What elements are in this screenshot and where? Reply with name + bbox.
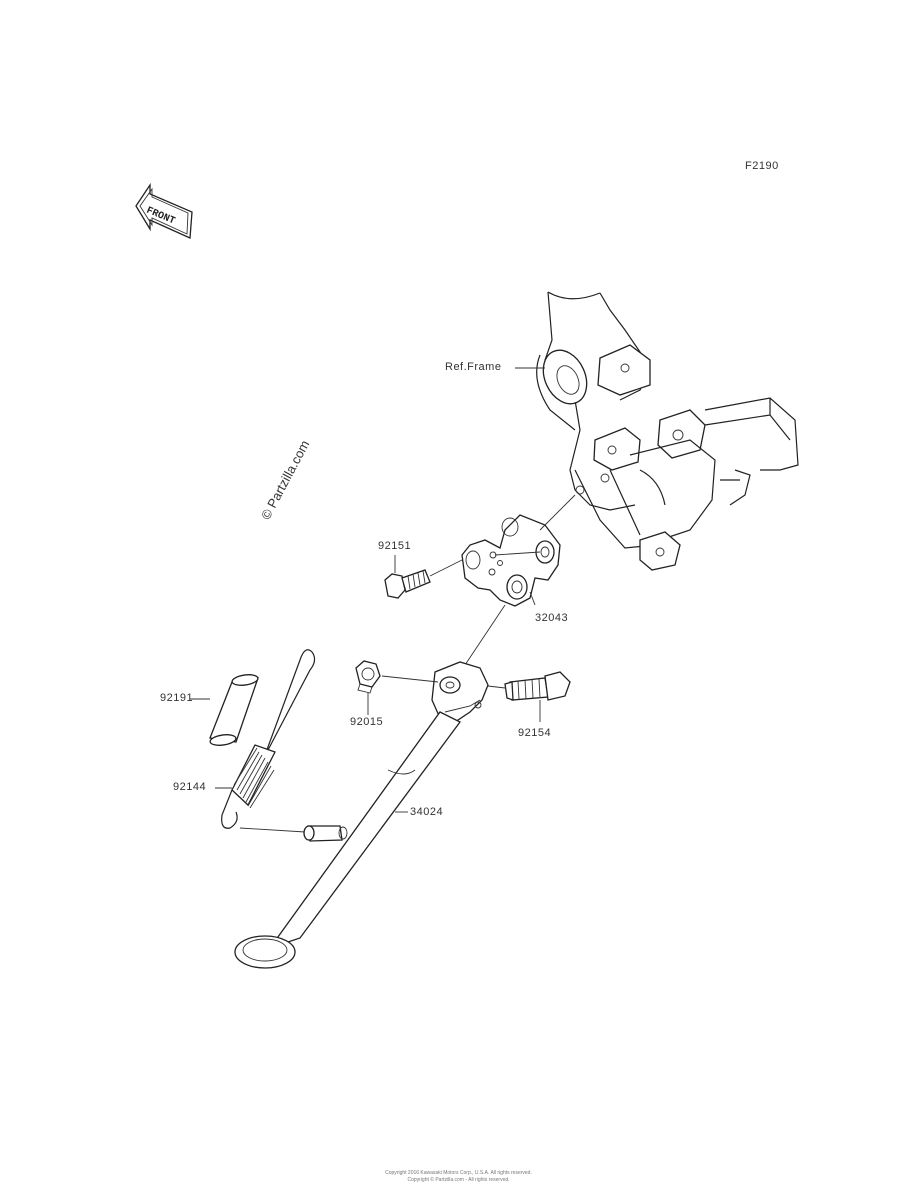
tube-92191 bbox=[209, 674, 259, 746]
copyright-line-1: Copyright 2016 Kawasaki Motors Corp., U.… bbox=[385, 1170, 532, 1176]
bolt-92151 bbox=[384, 569, 431, 599]
part-label-92151[interactable]: 92151 bbox=[378, 540, 412, 552]
frame-reference bbox=[536, 291, 799, 571]
part-label-92144[interactable]: 92144 bbox=[173, 781, 207, 793]
part-label-32043[interactable]: 32043 bbox=[535, 612, 569, 624]
part-label-34024[interactable]: 34024 bbox=[410, 806, 444, 818]
part-label-92154[interactable]: 92154 bbox=[518, 727, 552, 739]
front-arrow-icon: FRONT bbox=[135, 182, 193, 239]
bracket-32043 bbox=[461, 514, 561, 607]
part-label-92191[interactable]: 92191 bbox=[160, 692, 194, 704]
copyright-line-2: Copyright © Partzilla.com - All rights r… bbox=[407, 1177, 510, 1183]
side-stand-34024 bbox=[234, 661, 489, 969]
nut-92015 bbox=[355, 660, 381, 694]
diagram-code: F2190 bbox=[745, 160, 779, 172]
pivot-bolt-92154 bbox=[504, 671, 571, 701]
spring-pin bbox=[303, 825, 348, 842]
ref-frame-label: Ref.Frame bbox=[445, 361, 502, 373]
part-label-92015[interactable]: 92015 bbox=[350, 716, 384, 728]
spring-92144 bbox=[221, 649, 316, 829]
